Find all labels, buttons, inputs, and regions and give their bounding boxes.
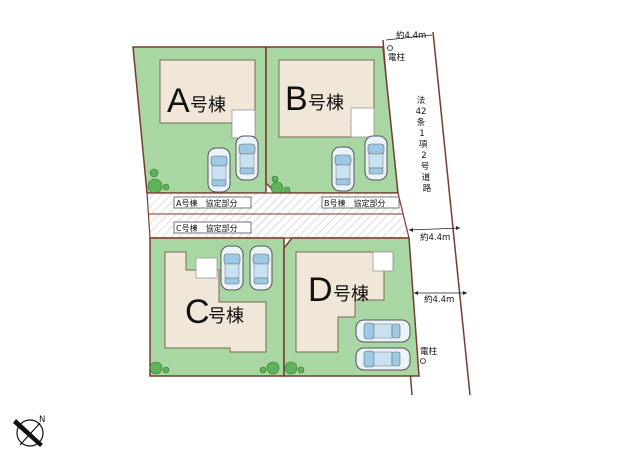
pole-icon	[420, 358, 426, 364]
lot-a-suffix: 号棟	[190, 95, 226, 116]
tree-icon	[271, 175, 279, 183]
tree-icon	[283, 186, 291, 194]
svg-text:電柱: 電柱	[420, 346, 438, 357]
lot-b-suffix: 号棟	[308, 93, 344, 114]
tree-icon	[297, 366, 305, 374]
tree-icon	[149, 361, 163, 375]
lot-d-letter: D	[308, 271, 333, 309]
tree-icon	[270, 181, 284, 195]
parking-car	[331, 146, 355, 192]
svg-text:条: 条	[417, 117, 426, 128]
utility-pole-top: 電柱	[387, 45, 406, 63]
lot-a[interactable]: A 号棟	[132, 46, 267, 194]
tag-a-box	[173, 196, 252, 209]
lot-c-letter: C	[185, 293, 210, 331]
tree-icon	[284, 361, 298, 375]
svg-text:項: 項	[419, 140, 428, 150]
tree-icon	[149, 168, 159, 178]
svg-text:路: 路	[423, 183, 432, 194]
tag-b-label: B号棟 協定部分	[324, 198, 386, 208]
parking-car	[364, 135, 388, 181]
svg-text:2: 2	[421, 151, 426, 161]
parking-car	[235, 135, 259, 181]
compass-icon: N	[13, 415, 45, 447]
tag-a-label: A号棟 協定部分	[176, 198, 237, 208]
lot-c[interactable]: C 号棟	[149, 237, 285, 377]
parking-car	[249, 245, 273, 291]
lot-b-letter: B	[285, 80, 308, 118]
lot-a-letter: A	[167, 82, 190, 120]
dimension-mid: 約4.4m	[408, 226, 461, 243]
svg-text:道: 道	[422, 172, 431, 183]
shared-driveway: A号棟 協定部分 B号棟 協定部分 C号棟 協定部分	[146, 192, 410, 239]
svg-text:1: 1	[419, 129, 424, 139]
tree-icon	[266, 361, 280, 375]
compass-north: N	[39, 415, 45, 425]
parking-car	[220, 245, 244, 291]
lot-d[interactable]: D 号棟	[283, 237, 420, 377]
road-label: 法 42 条 1 項 2 号 道 路	[416, 95, 432, 194]
parking-car	[207, 147, 231, 193]
svg-text:法: 法	[417, 95, 426, 106]
parking-car	[355, 319, 411, 343]
svg-text:号: 号	[421, 162, 430, 172]
tag-c-label: C号棟 協定部分	[176, 223, 238, 233]
svg-text:42: 42	[416, 107, 427, 117]
lot-c-suffix: 号棟	[208, 306, 244, 327]
tree-icon	[147, 178, 163, 194]
dimension-top: 約4.4m	[385, 30, 433, 41]
svg-text:約4.4m: 約4.4m	[420, 232, 450, 243]
tag-b-box	[321, 196, 400, 209]
pole-icon	[387, 45, 393, 51]
tree-icon	[162, 366, 170, 374]
tag-c-box	[173, 221, 252, 234]
utility-pole-bottom: 電柱	[420, 346, 438, 364]
svg-text:約4.4m: 約4.4m	[424, 294, 454, 305]
svg-text:約4.4m: 約4.4m	[396, 30, 426, 41]
lot-d-suffix: 号棟	[333, 284, 369, 305]
dimension-lower: 約4.4m	[414, 291, 467, 305]
tree-icon	[259, 366, 267, 374]
parking-car	[355, 347, 411, 371]
tree-icon	[162, 183, 170, 191]
lot-b[interactable]: B 号棟	[265, 46, 399, 195]
svg-text:電柱: 電柱	[388, 52, 406, 63]
